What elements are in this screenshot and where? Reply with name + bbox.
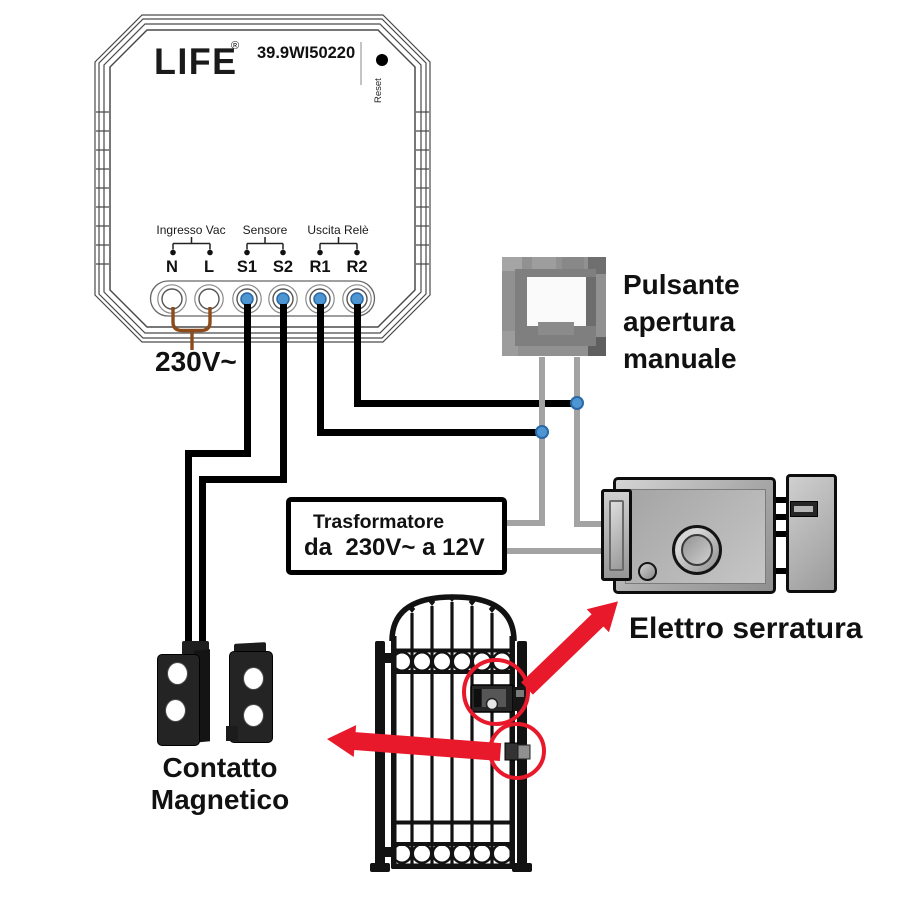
terminal-label-s2: S2 [272,258,294,276]
group-label-ingresso-vac: Ingresso Vac [156,223,226,237]
button-pixel-patch [562,257,584,270]
wire-button-right-to-lock [574,521,607,527]
terminal-label-r2: R2 [346,258,368,276]
wire-s1-to-contact [184,450,192,646]
lock-cylinder-inner [681,534,713,566]
button-pixel-patch [502,331,518,356]
wire-transformer-to-lock [496,548,607,554]
button-pixel-patch [532,257,556,269]
button-tab [538,322,574,335]
terminal-label-l: L [203,258,215,276]
terminal-wire-dots [240,292,364,306]
magnetic-contact-label: Contatto Magnetico [150,752,290,815]
lock-bolt [775,568,788,574]
transformer-label-line2: da 230V~ a 12V [304,534,485,561]
reset-label: Reset [373,78,384,103]
junction-dot-r1-button [535,425,549,439]
contact-left-hole [165,699,186,722]
wire-s2-vertical [279,304,287,481]
lock-knob [638,562,657,581]
left-edge-ladder [96,111,109,265]
wire-r1-vertical [316,304,324,435]
lock-faceplate [601,489,632,581]
wire-s1-vertical [243,304,251,455]
wire-button-left-leg [539,357,545,526]
terminal-strip [149,280,376,317]
arrow-head [325,723,357,758]
contact-left-hole [167,662,188,685]
manual-button-image [502,257,606,356]
group-label-sensore: Sensore [242,223,288,237]
highlight-circle-gate-lock [462,658,530,726]
model-number: 39.9WI50220 [257,44,356,62]
junction-dot-r2-button [570,396,584,410]
lock-faceplate-rod [609,500,624,571]
lock-bolt [775,514,788,520]
wire-r2-vertical [353,304,361,406]
reset-dot[interactable] [376,54,388,66]
brand-logo: LIFE [154,41,238,82]
wire-button-right-leg [574,357,580,524]
button-face [527,277,586,326]
wire-s2-horizontal [198,476,287,483]
lock-bolt [775,497,788,503]
wire-s2-to-contact [198,476,206,646]
terminal-holes [161,288,368,310]
highlight-circle-gate-contact [488,722,546,780]
lock-strike-slot [794,506,813,512]
button-pixel-patch [502,257,522,271]
lock-strike-plate [786,474,837,593]
terminal-group-brackets [170,237,360,256]
right-edge-ladder [416,111,429,265]
lock-strike-notch [790,501,818,517]
contact-right-front [229,651,273,743]
terminal-label-r1: R1 [309,258,331,276]
transformer-box: Trasformatore da 230V~ a 12V [286,497,507,575]
control-unit-outline [94,14,431,343]
button-label: Pulsante apertura manuale [623,269,740,374]
button-face-shade [586,277,596,326]
power-supply-wire-brown [171,307,212,350]
lock-label: Elettro serratura [629,612,863,645]
contact-right-foot [226,726,238,741]
lock-bolt [775,531,788,537]
wire-s1-horizontal [184,450,251,457]
group-label-uscita-rele: Uscita Relè [307,223,369,237]
contact-right-hole [243,667,264,690]
terminal-label-s1: S1 [236,258,258,276]
transformer-label-line1: Trasformatore [313,511,445,533]
registered-mark: ® [231,40,240,52]
contact-right-hole [243,704,264,727]
terminal-label-n: N [166,258,178,276]
power-label-230v: 230V~ [155,346,237,377]
wire-r2-horizontal [353,399,581,407]
wire-button-left-to-transformer [497,520,545,526]
wire-r1-horizontal [316,428,546,436]
lock-cylinder [672,525,722,575]
